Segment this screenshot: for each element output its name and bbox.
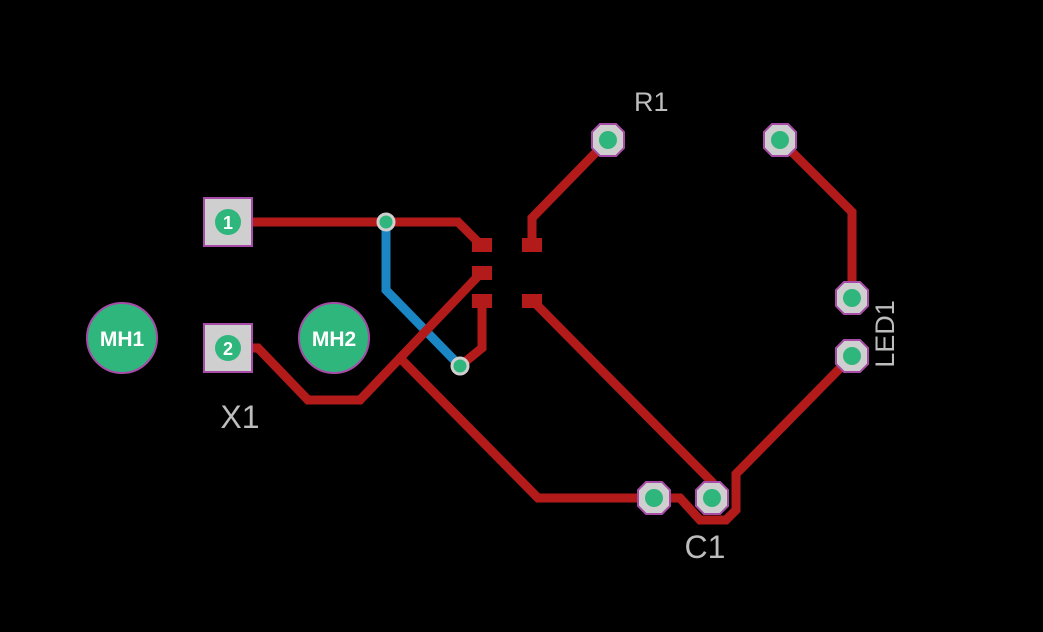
c1-pad-1-drill — [645, 489, 663, 507]
r1-pad-2-drill — [771, 131, 789, 149]
led1-pad-2-drill — [843, 347, 861, 365]
bottom-trace-via-link[interactable] — [381, 217, 465, 371]
r1-designator: R1 — [634, 87, 669, 117]
led1-diode[interactable]: LED1 — [835, 281, 900, 373]
mh2-pad — [298, 302, 370, 374]
x1-pin1-number: 1 — [223, 213, 233, 233]
via-top[interactable] — [376, 212, 396, 232]
x1-pin2-number: 2 — [223, 339, 233, 359]
trace-ic-to-r1[interactable] — [527, 135, 613, 249]
ic-smd-pads — [472, 238, 542, 308]
c1-capacitor[interactable]: C1 — [637, 481, 729, 565]
ic-pad-4[interactable] — [522, 238, 542, 252]
ic-pad-3[interactable] — [472, 294, 492, 308]
trace-led1-to-c1[interactable] — [649, 351, 857, 525]
mounting-hole-mh2[interactable]: MH2 — [298, 302, 370, 374]
x1-pin2-drill — [215, 335, 241, 361]
x1-pin1-drill — [215, 209, 241, 235]
c1-pad-2-drill — [703, 489, 721, 507]
ic-pad-5[interactable] — [522, 294, 542, 308]
trace-r1-to-led1[interactable] — [775, 135, 857, 303]
c1-designator: C1 — [685, 529, 726, 565]
mh2-label: MH2 — [312, 328, 356, 351]
led1-designator: LED1 — [870, 300, 900, 368]
via-bottom[interactable] — [450, 356, 470, 376]
ic-pad-2[interactable] — [472, 266, 492, 280]
mh1-pad — [86, 302, 158, 374]
x1-designator: X1 — [220, 399, 259, 435]
ic-pad-1[interactable] — [472, 238, 492, 252]
x1-connector[interactable]: 1 2 X1 — [203, 197, 260, 435]
mounting-hole-mh1[interactable]: MH1 — [86, 302, 158, 374]
r1-pad-1-drill — [599, 131, 617, 149]
r1-resistor[interactable]: R1 — [591, 87, 797, 157]
mh1-label: MH1 — [100, 328, 145, 351]
trace-ic-to-c1[interactable] — [395, 353, 659, 503]
led1-pad-1-drill — [843, 289, 861, 307]
